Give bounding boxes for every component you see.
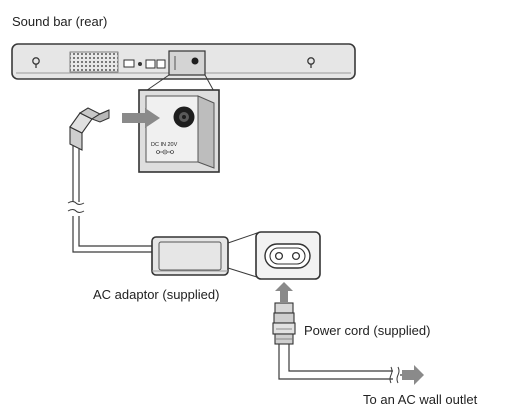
inlet-pin-left-icon (274, 251, 284, 261)
dc-in-text: DC IN 20V (151, 142, 178, 148)
dc-in-panel (168, 50, 206, 76)
sound-bar-label: Sound bar (rear) (12, 14, 108, 29)
polarity-symbol-icon (156, 149, 174, 155)
dc-in-zoom: DC IN 20V (138, 89, 220, 173)
power-cord-plug (272, 302, 296, 345)
rear-ports (123, 59, 166, 69)
dc-plug (69, 107, 110, 151)
sound-bar (11, 43, 356, 80)
ac-adaptor (151, 236, 229, 276)
inlet-arrow-icon (275, 282, 293, 302)
power-cord-label: Power cord (supplied) (304, 323, 431, 338)
mount-hole-left-icon (32, 57, 40, 68)
wall-outlet-label: To an AC wall outlet (363, 392, 478, 407)
inlet-callout-lines (227, 231, 261, 279)
dc-in-jack-icon (173, 106, 195, 128)
mount-hole-right-icon (307, 57, 315, 68)
inlet-pin-right-icon (291, 251, 301, 261)
ac-inlet (255, 231, 321, 280)
ac-adaptor-label: AC adaptor (supplied) (93, 287, 220, 302)
dc-cable (67, 146, 153, 253)
outlet-arrow-icon (402, 365, 424, 385)
power-cord (278, 344, 410, 384)
insert-arrow-icon (122, 108, 160, 128)
vent-grille (69, 51, 119, 73)
